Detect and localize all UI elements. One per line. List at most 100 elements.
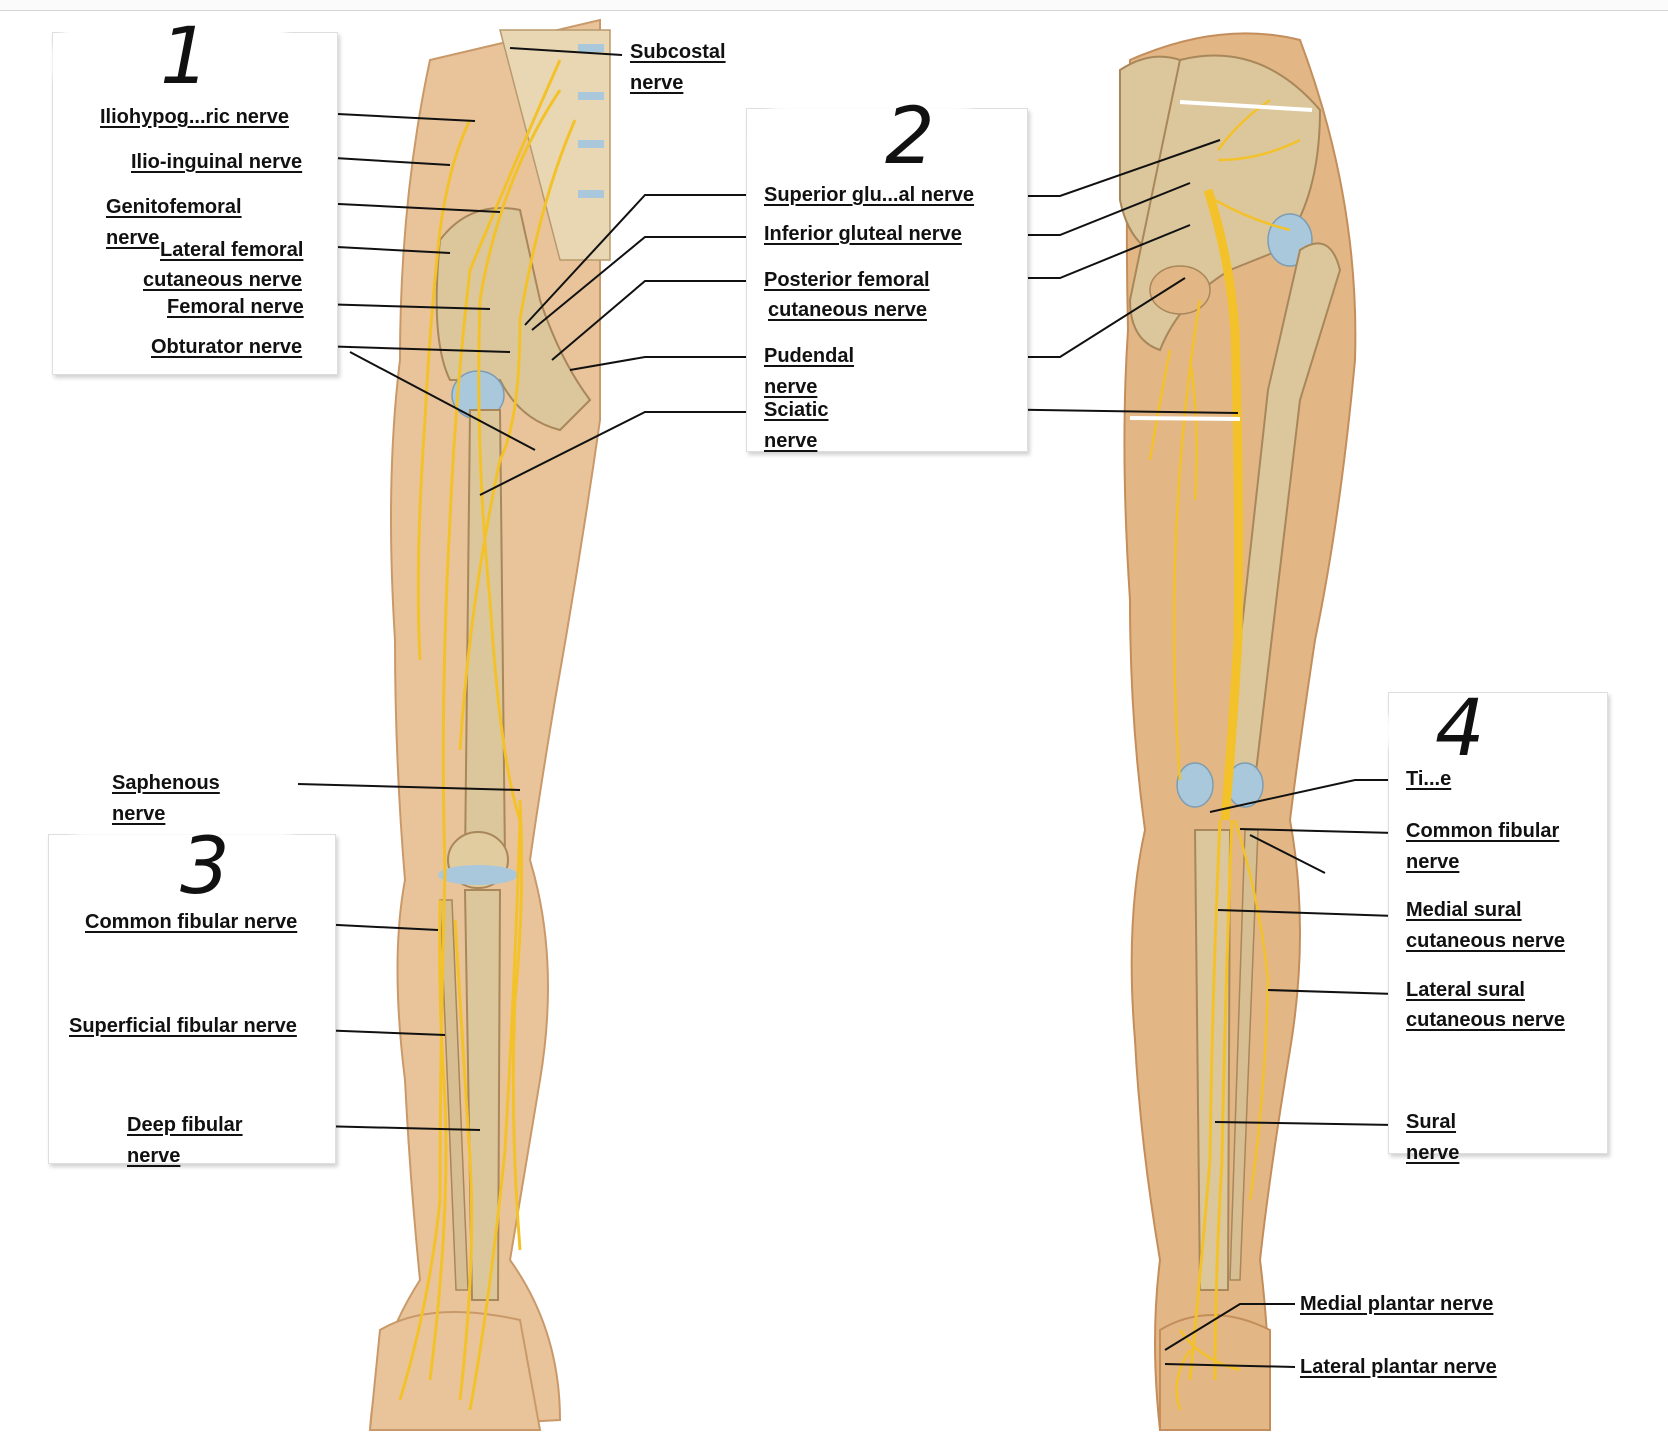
anterior-foot	[368, 1311, 542, 1431]
leader-genitofemoral	[317, 202, 501, 213]
label-common-fibular-posterior-2: nerve	[1406, 851, 1460, 873]
anterior-fibula	[439, 899, 469, 1291]
label-sciatic-2: nerve	[764, 430, 818, 452]
leader-pudendal	[569, 356, 755, 371]
panel-number-2: 2	[885, 92, 935, 182]
panel-1-title-redaction	[52, 20, 297, 105]
label-tibial: Ti...e	[1406, 768, 1452, 790]
leader-common-fibular-post	[1239, 828, 1396, 834]
window-top-border	[0, 0, 1668, 11]
label-genitofemoral-1: Genitofemoral	[106, 196, 242, 218]
anterior-disc-1	[578, 44, 604, 52]
anterior-leg-view	[368, 18, 611, 1432]
label-medial-plantar: Medial plantar nerve	[1300, 1293, 1494, 1315]
label-ilioinguinal: Ilio-inguinal nerve	[131, 151, 303, 173]
posterior-nerve-1	[1188, 819, 1222, 1381]
leader-sural	[1214, 1121, 1396, 1126]
label-genitofemoral-2: nerve	[106, 227, 160, 249]
label-sural-1: Sural	[1406, 1111, 1457, 1133]
leader-medial-plantar	[1164, 1303, 1295, 1351]
label-medial-sural-1: Medial sural	[1406, 899, 1522, 921]
label-medial-sural-2: cutaneous nerve	[1406, 930, 1565, 952]
anterior-disc-4	[578, 190, 604, 198]
label-inferior-gluteal: Inferior gluteal nerve	[764, 223, 962, 245]
posterior-nerve-4	[1172, 299, 1202, 781]
anterior-nerve-7	[511, 799, 524, 1251]
leader-lateral-sural	[1267, 989, 1396, 995]
leader-obturator-2	[349, 351, 536, 451]
sciatic-main-trunk	[1203, 188, 1244, 821]
anterior-nerve-6	[453, 919, 474, 1401]
leader-femoral	[317, 303, 491, 310]
label-femoral: Femoral nerve	[167, 296, 304, 318]
label-posterior-femoral-1: Posterior femoral	[764, 269, 930, 291]
label-saphenous-1: Saphenous	[112, 772, 220, 794]
label-subcostal-2: nerve	[630, 72, 684, 94]
label-saphenous-2: nerve	[112, 803, 166, 825]
label-superficial-fibular: Superficial fibular nerve	[69, 1015, 297, 1037]
posterior-nerves	[1148, 98, 1301, 1411]
leader-iliohypogastric	[317, 112, 476, 122]
label-pudendal-2: nerve	[764, 376, 818, 398]
label-common-fibular-posterior-1: Common fibular	[1406, 820, 1560, 842]
posterior-knee-cartilage-left	[1176, 762, 1214, 808]
label-obturator: Obturator nerve	[151, 336, 303, 358]
label-lateral-sural-1: Lateral sural	[1406, 979, 1525, 1001]
posterior-obturator-foramen	[1149, 265, 1211, 315]
leader-saphenous	[297, 783, 521, 791]
leader-superficial-fibular	[317, 1029, 446, 1036]
label-posterior-femoral-2: cutaneous nerve	[768, 299, 927, 321]
panel-number-4: 4	[1435, 684, 1485, 774]
label-superior-gluteal: Superior glu...al nerve	[764, 184, 975, 206]
label-lateral-femoral-1: Lateral femoral	[160, 239, 304, 261]
leader-lateral-plantar	[1164, 1363, 1296, 1368]
leader-superior-gluteal	[524, 194, 755, 326]
anterior-nerve-4	[416, 119, 472, 661]
leader-obturator	[317, 345, 511, 353]
leader-ilioinguinal	[317, 156, 451, 166]
label-deep-fibular-2: nerve	[127, 1145, 181, 1167]
leader-common-fibular-ant	[317, 923, 439, 931]
label-pudendal-1: Pudendal	[764, 345, 855, 367]
leader-inferior-gluteal	[531, 236, 755, 331]
panel-4	[1388, 692, 1608, 1154]
label-lateral-sural-2: cutaneous nerve	[1406, 1009, 1565, 1031]
leader-lateral-femoral	[317, 245, 451, 254]
leader-tibial	[1209, 779, 1395, 813]
posterior-nerve-2	[1213, 819, 1234, 1381]
anterior-disc-2	[578, 92, 604, 100]
anterior-nerve-3	[458, 119, 577, 751]
leader-sciatic-ant	[479, 411, 755, 496]
panel-number-1: 1	[160, 12, 210, 102]
posterior-leg-view	[1119, 32, 1357, 1431]
leader-common-fibular-post-2	[1249, 834, 1326, 874]
panel-4-title-redaction	[1385, 700, 1575, 762]
leader-deep-fibular	[317, 1125, 481, 1131]
posterior-nerve-6	[1148, 349, 1198, 501]
anterior-knee-cartilage	[438, 865, 518, 885]
label-lateral-femoral-2: cutaneous nerve	[143, 269, 302, 291]
anterior-nerve-2	[468, 89, 562, 1411]
anterior-nerves	[398, 59, 577, 1411]
label-sural-2: nerve	[1406, 1142, 1460, 1164]
panel-number-3: 3	[180, 822, 230, 912]
posterior-nerve-5	[1214, 98, 1301, 232]
label-iliohypogastric: Iliohypog...ric nerve	[100, 106, 289, 128]
label-common-fibular-anterior: Common fibular nerve	[85, 911, 298, 933]
posterior-white-marker-top	[1179, 100, 1313, 112]
posterior-nerve-3	[1233, 819, 1270, 1201]
anterior-ribs	[499, 29, 611, 261]
panel-3-title-redaction	[55, 832, 310, 897]
leader-posterior-femoral	[551, 280, 755, 361]
anterior-nerve-5	[428, 899, 448, 1381]
leader-lines	[297, 47, 1396, 1368]
label-sciatic-1: Sciatic	[764, 399, 829, 421]
panel-2-title-redaction	[750, 105, 990, 180]
anterior-disc-3	[578, 140, 604, 148]
anterior-nerve-1	[398, 59, 562, 1401]
posterior-nerve-7	[1175, 1329, 1241, 1411]
leader-subcostal	[509, 47, 623, 56]
label-deep-fibular-1: Deep fibular	[127, 1114, 243, 1136]
posterior-white-marker-sciatic	[1129, 416, 1241, 421]
